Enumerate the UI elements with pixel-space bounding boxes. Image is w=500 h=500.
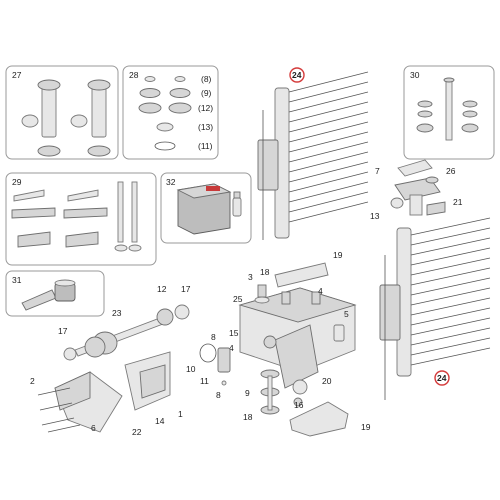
callout-3: 3 [248, 272, 253, 282]
callout-18-lower: 18 [243, 412, 253, 422]
callout-30: 30 [410, 70, 420, 80]
callout-21: 21 [453, 197, 463, 207]
pump-head[interactable] [238, 262, 357, 437]
plunger-assembly[interactable] [63, 304, 190, 361]
callout-18: 18 [260, 267, 270, 277]
callout-20: 20 [322, 376, 332, 386]
callout-22: 22 [132, 427, 142, 437]
manifold-upper-24[interactable] [257, 71, 369, 240]
callout-2: 2 [30, 376, 35, 386]
manifold-upper-fins [288, 71, 369, 223]
cover-gaskets[interactable] [199, 343, 231, 386]
kit-box-27[interactable] [5, 65, 119, 160]
callout-17: 17 [181, 284, 191, 294]
callout-14: 14 [155, 416, 165, 426]
callout-8-lower: 8 [216, 390, 221, 400]
callout-7: 7 [375, 166, 380, 176]
callout-11: 11 [200, 376, 209, 386]
callout-8-kit: (8) [201, 74, 212, 84]
callout-25: 25 [233, 294, 243, 304]
callout-12: 12 [157, 284, 167, 294]
crankcase-bracket[interactable] [37, 351, 171, 433]
callout-13-kit: (13) [198, 122, 213, 132]
callout-9: 9 [245, 388, 250, 398]
callout-24-bottom: 24 [437, 373, 447, 383]
callout-12-kit: (12) [198, 103, 213, 113]
callout-1: 1 [178, 409, 183, 419]
callout-27: 27 [12, 70, 22, 80]
callout-8-left: 8 [211, 332, 216, 342]
callout-24-top: 24 [292, 70, 302, 80]
callout-9-kit: (9) [201, 88, 212, 98]
manifold-lower-24[interactable] [379, 217, 491, 400]
kit-box-28[interactable] [122, 65, 219, 160]
callout-17-left: 17 [58, 326, 68, 336]
callout-15: 15 [229, 328, 239, 338]
callout-19-lower: 19 [361, 422, 371, 432]
kit-box-31[interactable] [5, 270, 105, 317]
callout-19: 19 [333, 250, 343, 260]
kit-box-29[interactable] [5, 172, 157, 266]
callout-16: 16 [294, 400, 304, 410]
callout-31: 31 [12, 275, 22, 285]
callout-6: 6 [91, 423, 96, 433]
callout-10: 10 [186, 364, 196, 374]
callout-5: 5 [344, 309, 349, 319]
highlight-ring-24-top [289, 67, 305, 83]
callout-26: 26 [446, 166, 456, 176]
callout-4-center: 4 [229, 343, 234, 353]
callout-32: 32 [166, 177, 176, 187]
highlight-ring-24-bottom [434, 370, 450, 386]
valve-assembly[interactable] [390, 159, 446, 216]
kit-box-32[interactable] [160, 172, 252, 244]
callout-28: 28 [129, 70, 139, 80]
callout-4: 4 [318, 286, 323, 296]
callout-29: 29 [12, 177, 22, 187]
callout-23: 23 [112, 308, 122, 318]
manifold-lower-fins [410, 217, 491, 366]
kit-box-30[interactable] [403, 65, 495, 160]
callout-11-kit: (11) [198, 141, 213, 151]
callout-13-valve: 13 [370, 211, 380, 221]
